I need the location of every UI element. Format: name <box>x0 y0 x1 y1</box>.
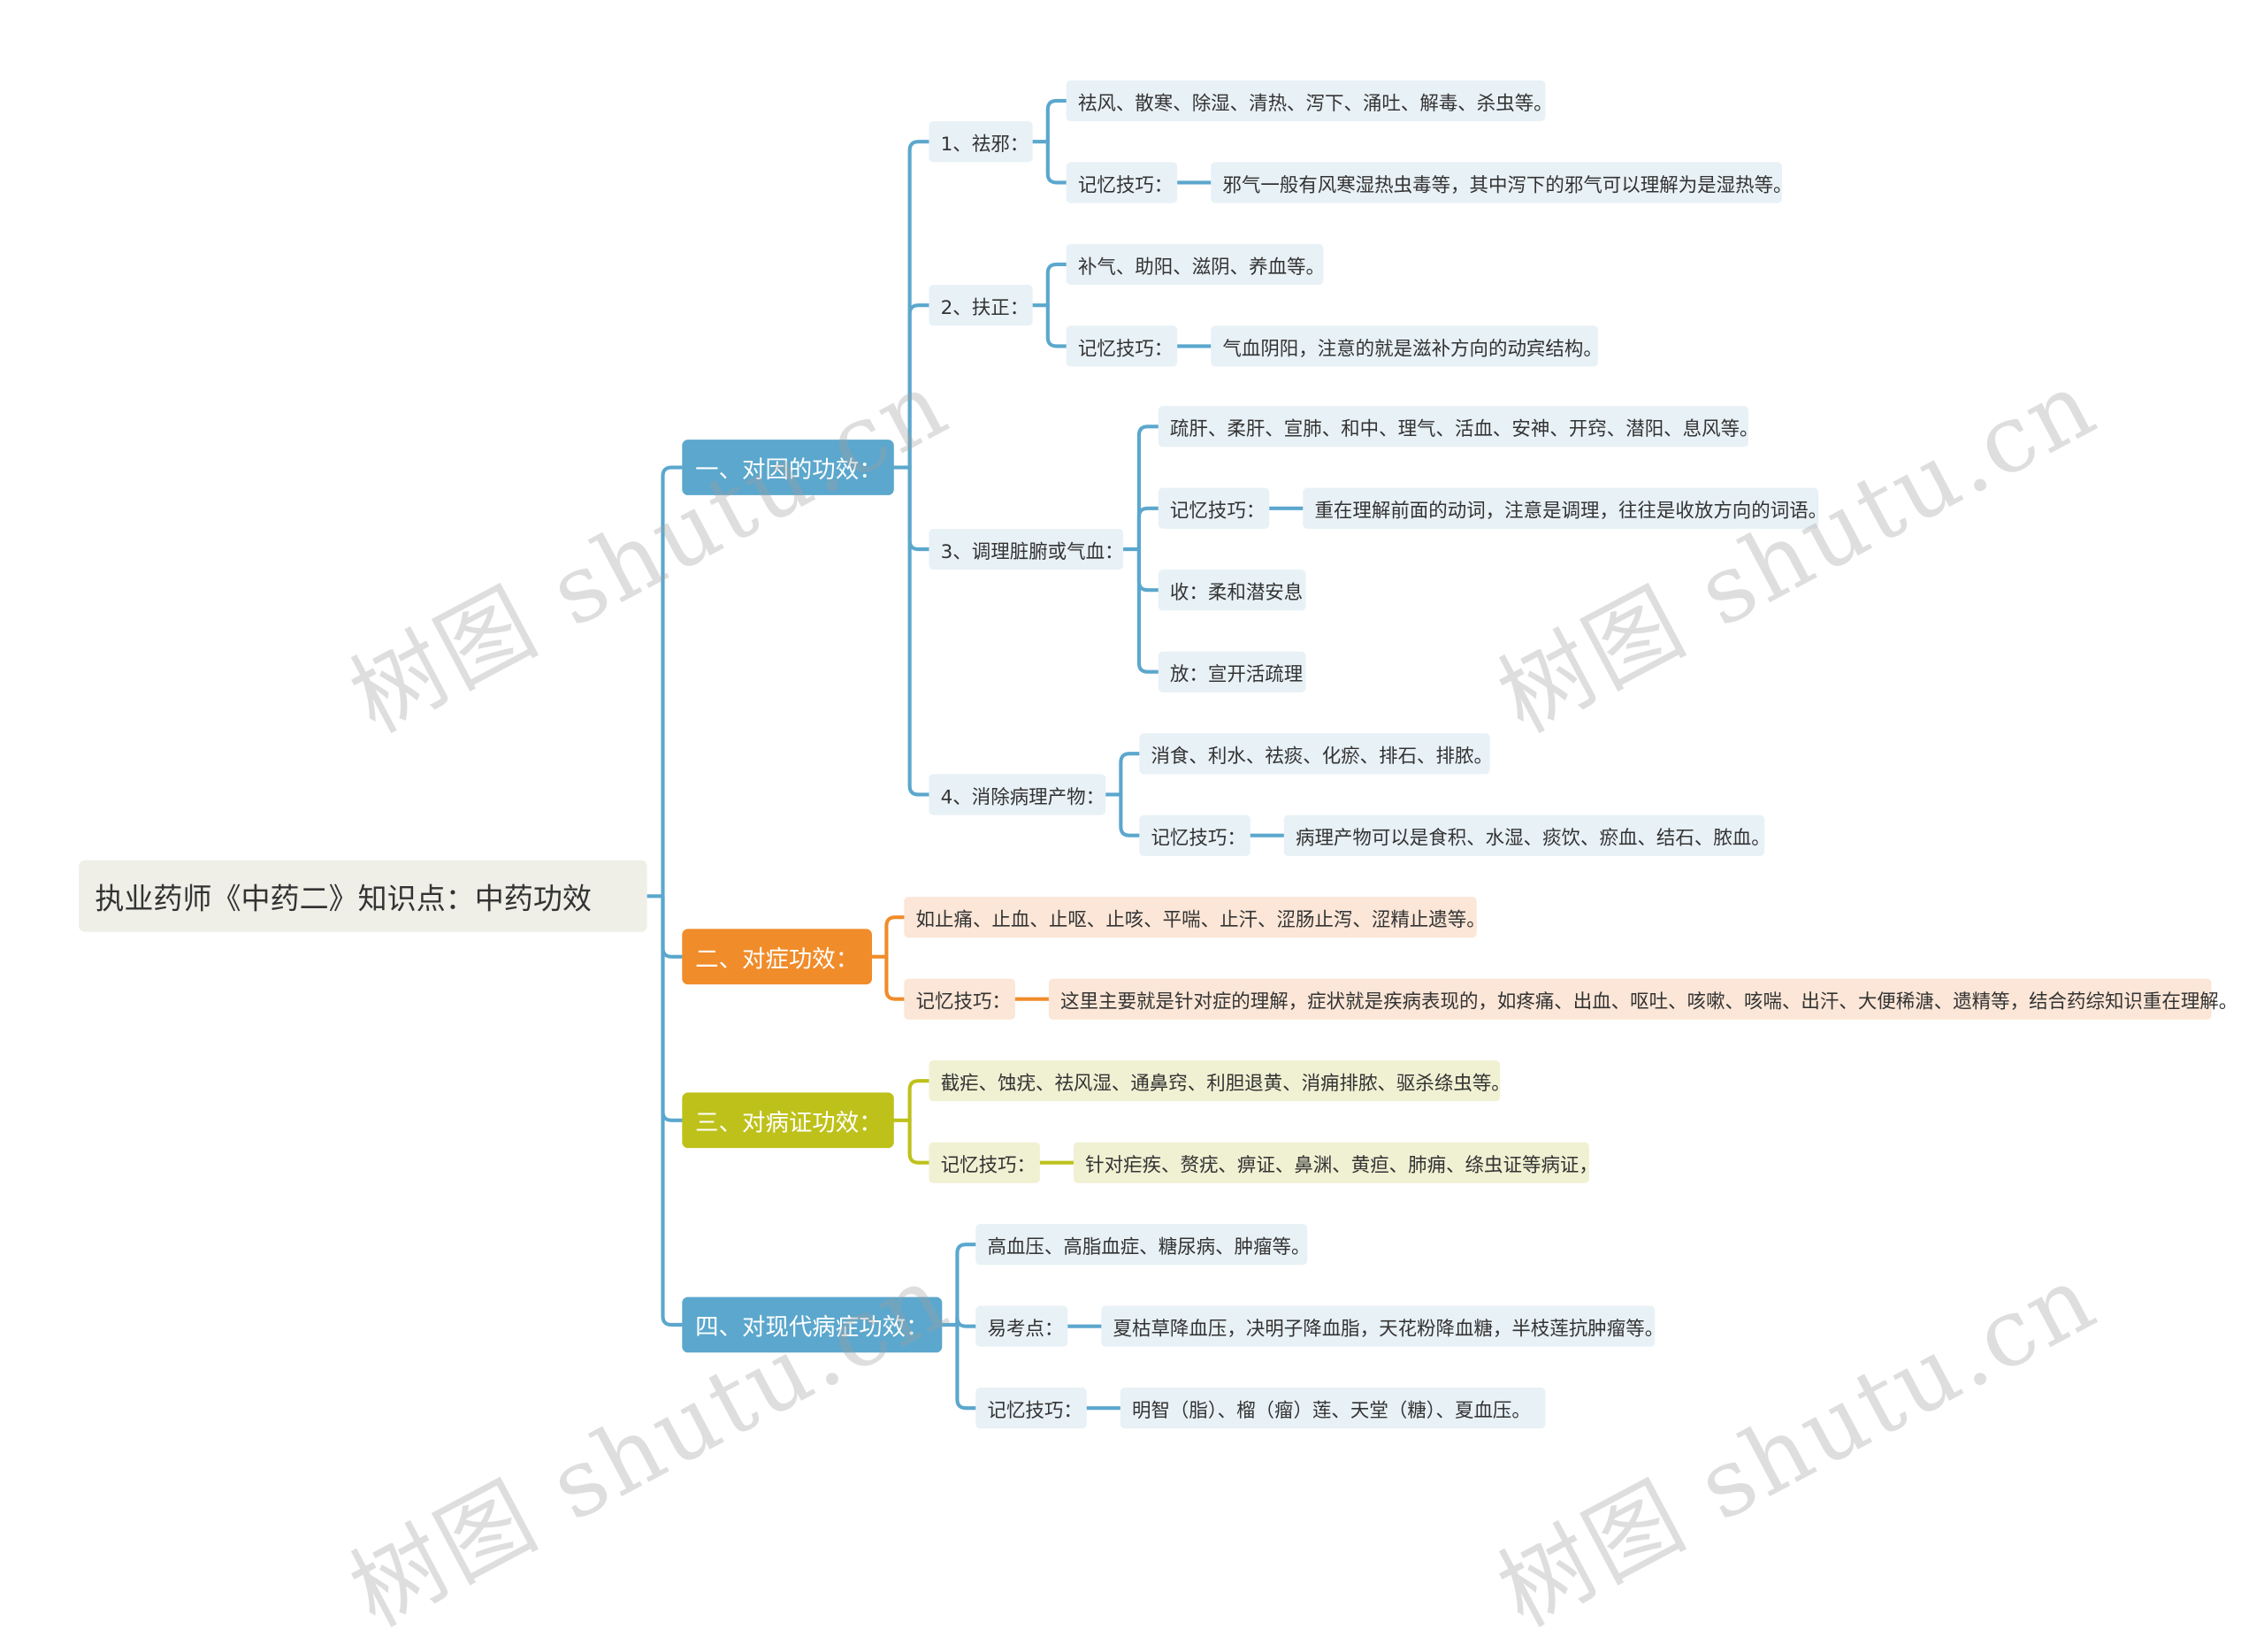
branch-1-item-3-sub-1[interactable]: 疏肝、柔肝、宣肺、和中、理气、活血、安神、开窍、潜阳、息风等。 <box>1158 406 1759 447</box>
branch-1-item-3-connector <box>1136 547 1160 674</box>
branch-3-connector <box>907 1118 931 1165</box>
branch-1-item-4-sub-2-note-1[interactable]: 病理产物可以是食积、水湿、痰饮、瘀血、结石、脓血。 <box>1283 815 1771 856</box>
branch-1-item-1-sub-1[interactable]: 祛风、散寒、除湿、清热、泻下、涌吐、解毒、杀虫等。 <box>1066 80 1553 122</box>
root-connector <box>661 465 685 899</box>
branch-1-item-1-sub-2-note-1[interactable]: 邪气一般有风寒湿热虫毒等，其中泻下的邪气可以理解为是湿热等。 <box>1211 162 1793 203</box>
branch-2-item-2-sub-1[interactable]: 这里主要就是针对症的理解，症状就是疾病表现的，如疼痛、出血、呕吐、咳嗽、咳喘、出… <box>1048 978 2237 1020</box>
branch-1-item-1-connector <box>1045 140 1068 185</box>
branch-1-connector <box>907 303 931 470</box>
branch-1-item-2-sub-2-note-1[interactable]: 气血阴阳，注意的就是滋补方向的动宾结构。 <box>1211 325 1602 367</box>
branch-1-item-2[interactable]: 2、扶正： <box>929 285 1033 326</box>
branch-3-connector <box>907 1079 931 1122</box>
branch-3-item-2-sub-1[interactable]: 针对疟疾、赘疣、痹证、鼻渊、黄疸、肺痈、绦虫证等病证， <box>1073 1142 1598 1183</box>
branch-4-item-2[interactable]: 易考点： <box>975 1305 1068 1347</box>
branch-1-connector <box>907 140 931 470</box>
branch-4-connector <box>955 1317 978 1328</box>
branch-1-item-3-connector <box>1136 547 1160 593</box>
branch-1-item-1-sub-2[interactable]: 记忆技巧： <box>1066 162 1178 203</box>
branch-4-item-3[interactable]: 记忆技巧： <box>975 1388 1087 1429</box>
mind-map-canvas: 执业药师《中药二》知识点：中药功效 一、对因的功效： 1、祛邪： 祛风、散寒、除湿、清… <box>79 80 2237 1648</box>
branch-1-item-3-connector <box>1136 506 1160 552</box>
branch-1-item-3-connector <box>1136 424 1160 552</box>
branch-1-item-4-connector <box>1119 792 1142 837</box>
root-connector <box>661 894 685 1327</box>
root-connector <box>661 894 685 959</box>
branch-2-connector <box>884 954 906 1001</box>
root-topic[interactable]: 执业药师《中药二》知识点：中药功效 <box>79 860 647 932</box>
branch-1-item-4-connector <box>1119 752 1142 797</box>
connector-lines <box>645 98 1305 1411</box>
branch-3-item-2[interactable]: 记忆技巧： <box>929 1142 1040 1183</box>
root-connector <box>661 894 685 1122</box>
branch-3-topic[interactable]: 三、对病证功效： <box>682 1092 894 1149</box>
branch-1-item-3-sub-2-note-1[interactable]: 重在理解前面的动词，注意是调理，往往是收放方向的词语。 <box>1303 487 1827 529</box>
branch-4-item-2-sub-1[interactable]: 夏枯草降血压，决明子降血脂，天花粉降血糖，半枝莲抗肿瘤等。 <box>1101 1305 1664 1347</box>
branch-3-item-1[interactable]: 截疟、蚀疣、祛风湿、通鼻窍、利胆退黄、消痈排脓、驱杀绦虫等。 <box>929 1060 1511 1102</box>
branch-4-item-1[interactable]: 高血压、高脂血症、糖尿病、肿瘤等。 <box>975 1224 1311 1266</box>
branch-1-connector <box>907 465 931 552</box>
branch-1-item-2-sub-1[interactable]: 补气、助阳、滋阴、养血等。 <box>1066 243 1325 286</box>
branch-1-item-2-sub-2[interactable]: 记忆技巧： <box>1066 325 1178 367</box>
branch-4-item-3-sub-1[interactable]: 明智（脂）、榴（瘤）莲、天堂（糖）、夏血压。 <box>1120 1388 1546 1429</box>
branch-1-item-4[interactable]: 4、消除病理产物： <box>929 774 1106 815</box>
branch-1-item-3[interactable]: 3、调理脏腑或气血： <box>929 528 1124 570</box>
branch-1-item-1-connector <box>1045 98 1068 144</box>
branch-2-item-2[interactable]: 记忆技巧： <box>904 978 1015 1020</box>
branch-1-item-3-sub-3[interactable]: 收：柔和潜安息 <box>1158 570 1306 611</box>
branch-1-item-2-connector <box>1045 303 1068 348</box>
branch-1-item-2-connector <box>1045 262 1068 308</box>
branch-2-topic[interactable]: 二、对症功效： <box>682 929 873 985</box>
branch-1-item-1[interactable]: 1、祛邪： <box>929 121 1033 163</box>
branch-1-item-4-sub-2[interactable]: 记忆技巧： <box>1139 815 1251 856</box>
branch-1-item-4-sub-1[interactable]: 消食、利水、祛痰、化瘀、排石、排脓。 <box>1139 733 1493 775</box>
branch-4-connector <box>955 1322 978 1411</box>
branch-1-connector <box>907 465 931 797</box>
branch-1-item-3-sub-2[interactable]: 记忆技巧： <box>1158 487 1270 529</box>
branch-1-item-3-sub-4[interactable]: 放：宣开活疏理 <box>1158 651 1306 692</box>
branch-1-topic[interactable]: 一、对因的功效： <box>682 440 894 495</box>
branch-2-connector <box>884 915 906 959</box>
branch-2-item-1[interactable]: 如止痛、止血、止呕、止咳、平喘、止汗、涩肠止泻、涩精止遗等。 <box>904 897 1486 938</box>
branch-4-connector <box>955 1243 978 1327</box>
branch-4-topic[interactable]: 四、对现代病症功效： <box>682 1296 943 1353</box>
